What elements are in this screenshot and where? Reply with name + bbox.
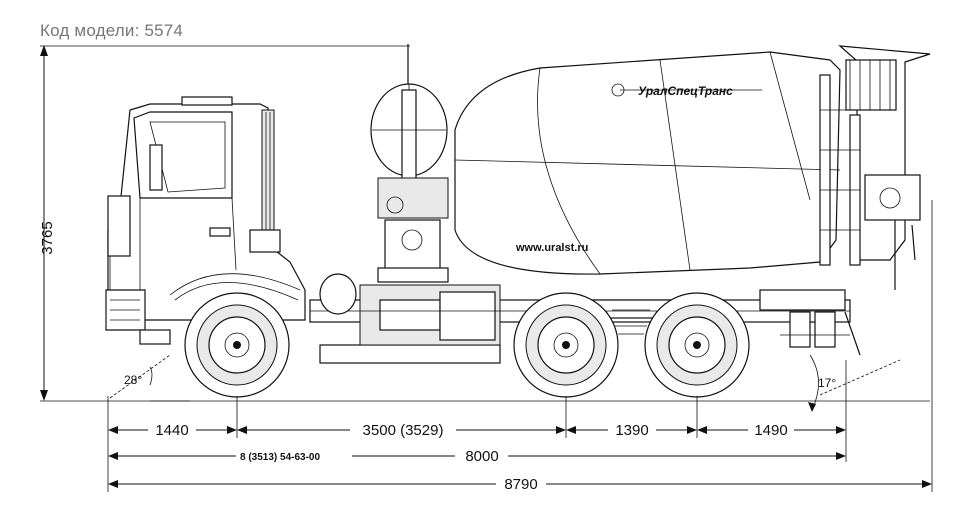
height-value: 3765 xyxy=(39,221,56,254)
cab xyxy=(105,96,306,345)
rear-wheel-1 xyxy=(513,292,619,398)
height-dimension: 3765 xyxy=(39,45,410,402)
chassis-length-value: 8000 xyxy=(465,448,498,465)
website-text: www.uralst.ru xyxy=(515,242,588,254)
approach-angle-value: 28° xyxy=(124,373,142,387)
brand-logo-text: УралСпецТранс xyxy=(638,84,733,98)
dimension-row-3: 8790 xyxy=(108,476,932,493)
departure-angle-value: 17° xyxy=(818,376,836,390)
approach-angle: 28° xyxy=(109,354,171,399)
wheelbase-value: 3500 (3529) xyxy=(363,422,444,439)
water-tank xyxy=(370,44,448,181)
brand-logo-icon xyxy=(611,83,625,97)
departure-angle: 17° xyxy=(808,354,901,412)
front-overhang-value: 1440 xyxy=(155,422,188,439)
rear-bumper xyxy=(780,311,861,356)
model-code-label: Код модели: 5574 xyxy=(40,21,184,40)
rear-overhang-value: 1490 xyxy=(754,422,787,439)
rear-wheel-2 xyxy=(644,292,750,398)
dimension-row-1: 1440 3500 (3529) 1390 1490 xyxy=(107,200,933,492)
drum-code-value: 8 (3513) 54-63-00 xyxy=(240,452,320,463)
dimension-row-2: 8 (3513) 54-63-00 8000 xyxy=(108,448,846,465)
mixer-drum: УралСпецТранс www.uralst.ru xyxy=(454,51,841,275)
hopper-ladder xyxy=(819,45,931,290)
leaf-spring xyxy=(612,309,650,335)
air-tank xyxy=(319,273,357,315)
bogie-value: 1390 xyxy=(615,422,648,439)
total-length-value: 8790 xyxy=(504,476,537,493)
drive-unit xyxy=(377,177,449,283)
front-wheel xyxy=(184,292,290,398)
